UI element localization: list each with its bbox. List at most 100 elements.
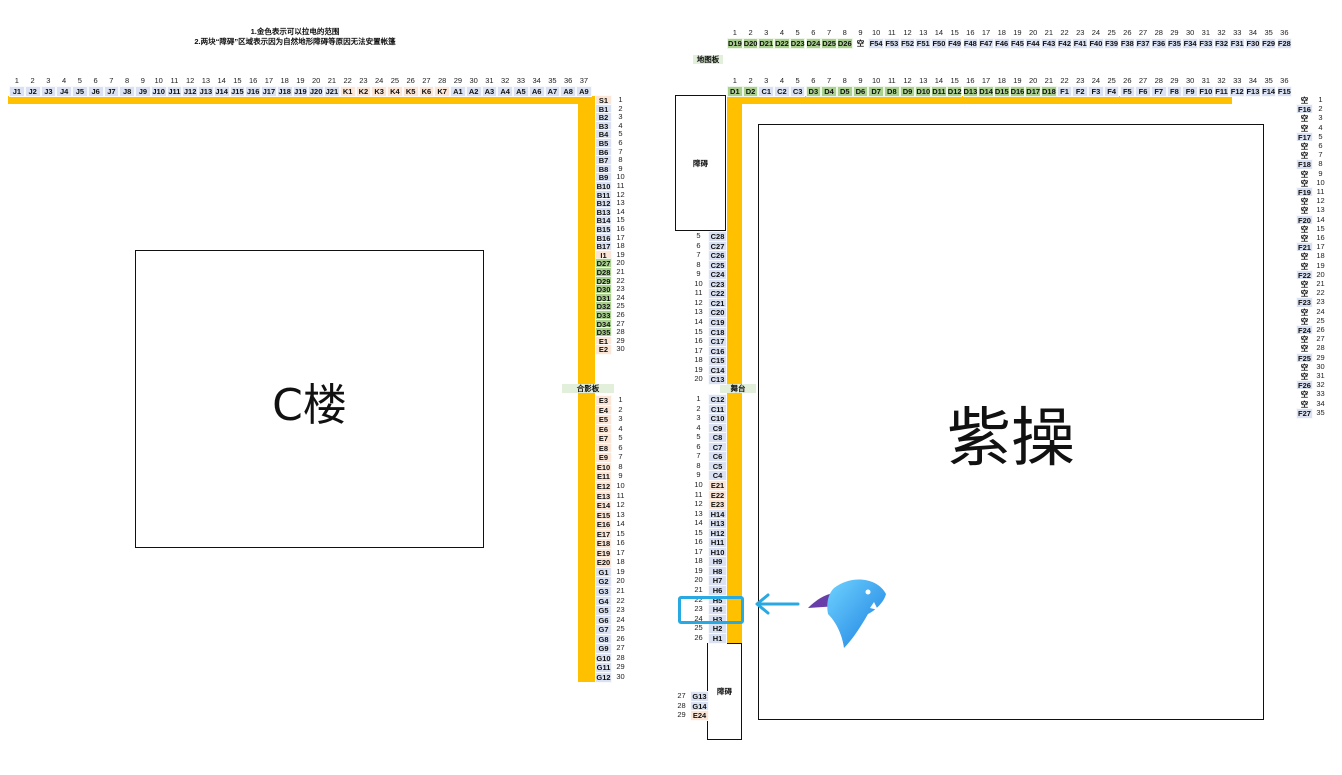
stall-cell: D7	[868, 86, 884, 97]
stall-cell: J3	[40, 86, 57, 97]
stall-cell: J1	[9, 86, 25, 97]
row-number: 5	[696, 231, 701, 240]
row-number: 2	[696, 403, 701, 413]
column-number: 24	[374, 76, 384, 85]
row-number: 7	[618, 452, 623, 462]
column-number: 29	[1170, 76, 1179, 85]
row-number: 12	[1316, 196, 1325, 206]
column-number: 17	[981, 76, 991, 85]
column-number: 25	[1107, 76, 1116, 85]
row-number: 29	[616, 335, 625, 345]
stall-cell: F43	[1041, 38, 1057, 49]
column-number: 34	[532, 76, 541, 85]
column-number: 7	[109, 76, 114, 85]
stall-cell: J8	[119, 86, 135, 97]
row-number: 16	[616, 538, 625, 548]
row-number: 19	[1316, 260, 1325, 270]
row-number: 15	[616, 528, 625, 538]
stall-cell: D26	[836, 38, 853, 49]
column-number: 21	[1044, 28, 1054, 37]
stall-cell: K7	[434, 86, 450, 97]
column-number: 24	[1091, 28, 1101, 37]
column-number: 10	[154, 76, 163, 85]
column-number: 21	[327, 76, 337, 85]
column-number: 4	[62, 76, 67, 85]
column-number: 14	[934, 76, 944, 85]
stall-cell: F9	[1182, 86, 1198, 97]
column-number: 27	[1138, 28, 1148, 37]
column-number: 13	[201, 76, 211, 85]
column-number: 11	[887, 28, 896, 37]
power-zone-right-horizontal	[727, 96, 1232, 104]
row-number: 11	[694, 489, 703, 499]
row-number: 14	[616, 519, 625, 529]
stage-label: 舞台	[720, 384, 756, 393]
stall-cell: J20	[308, 86, 324, 97]
row-number: 20	[616, 258, 625, 268]
column-number: 2	[30, 76, 35, 85]
column-number: 6	[811, 76, 816, 85]
row-number: 18	[616, 241, 625, 251]
stall-cell: F30	[1245, 38, 1261, 49]
row-number: 4	[696, 422, 701, 432]
column-number: 14	[934, 28, 944, 37]
stall-cell: F15	[1276, 86, 1293, 97]
column-number: 23	[1076, 28, 1085, 37]
row-number: 15	[1316, 223, 1325, 233]
floor-board-label: 地图板	[693, 55, 723, 64]
purple-field-label: 紫操	[947, 402, 1075, 476]
stall-cell: G12	[595, 671, 612, 683]
row-number: 25	[694, 623, 703, 633]
stall-cell: J11	[166, 86, 183, 97]
column-number: 18	[997, 28, 1006, 37]
stall-cell: D23	[789, 38, 806, 49]
stall-cell: F33	[1198, 38, 1214, 49]
row-number: 12	[694, 499, 703, 509]
column-number: 18	[280, 76, 289, 85]
row-number: 18	[616, 557, 625, 567]
row-number: 4	[1318, 122, 1323, 132]
column-number: 27	[1138, 76, 1148, 85]
column-number: 7	[826, 76, 832, 85]
row-number: 5	[696, 432, 701, 442]
column-number: 9	[140, 76, 145, 85]
stall-cell: F53	[884, 38, 900, 49]
row-number: 20	[616, 576, 625, 586]
stall-cell: F29	[1260, 38, 1277, 49]
row-number: 26	[1316, 325, 1325, 334]
stall-cell: J2	[24, 86, 41, 97]
stall-cell: F8	[1166, 86, 1183, 97]
row-number: 1	[618, 95, 623, 104]
row-number: 28	[677, 700, 686, 710]
column-number: 16	[966, 76, 975, 85]
row-number: 28	[616, 327, 625, 337]
column-number: 13	[919, 28, 928, 37]
column-number: 20	[1028, 76, 1038, 85]
row-number: 2	[618, 404, 623, 414]
row-number: 5	[618, 129, 623, 139]
column-number: 26	[1123, 28, 1132, 37]
row-number: 16	[616, 224, 625, 233]
stall-cell: D20	[742, 38, 759, 49]
stall-cell: F51	[915, 38, 932, 49]
stall-cell: D1	[727, 86, 743, 97]
obstacle-top: 障碍	[675, 95, 726, 231]
row-number: 6	[696, 441, 701, 451]
stall-cell: J9	[135, 86, 151, 97]
stall-cell: D21	[758, 38, 775, 49]
row-number: 2	[618, 103, 623, 113]
stall-cell: F6	[1135, 86, 1151, 97]
stall-cell: F44	[1025, 38, 1041, 49]
column-number: 13	[919, 76, 928, 85]
stall-cell: J15	[229, 86, 246, 97]
row-number: 14	[694, 518, 703, 528]
row-number: 30	[616, 671, 625, 681]
stall-cell: D16	[1009, 86, 1026, 97]
stall-cell: F54	[868, 38, 884, 49]
stall-cell: D22	[774, 38, 790, 49]
column-number: 8	[842, 76, 847, 85]
row-number: 9	[696, 269, 701, 279]
column-number: 32	[1217, 28, 1226, 37]
column-number: 35	[1264, 76, 1273, 85]
row-number: 25	[616, 301, 625, 311]
